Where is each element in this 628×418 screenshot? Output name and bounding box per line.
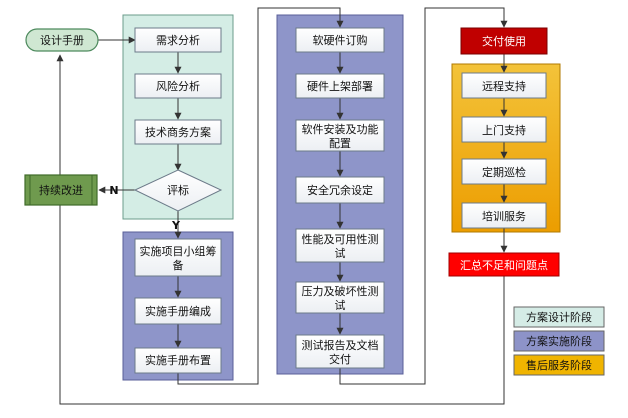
- step-box: [295, 27, 385, 53]
- step-box: [295, 176, 385, 204]
- no-label: N: [109, 184, 118, 197]
- delivery-node: [460, 27, 548, 55]
- improve-node: [24, 174, 98, 206]
- design-steps: 需求分析 风险分析 技术商务方案 评标: [133, 27, 223, 212]
- step-label: 软硬件订购: [313, 33, 368, 47]
- connectors: [56, 7, 508, 405]
- step-label: 风险分析: [156, 79, 200, 93]
- step-label: 试: [335, 299, 346, 312]
- step-box: [461, 202, 547, 229]
- step-box: [134, 27, 222, 53]
- step-box: [461, 158, 547, 185]
- step-box: [134, 119, 222, 145]
- step-label: 上门支持: [482, 123, 526, 137]
- legend: 方案设计阶段 方案实施阶段 售后服务阶段: [513, 306, 605, 376]
- step-box: [134, 347, 222, 374]
- summary-label: 汇总不足和问题点: [460, 258, 548, 272]
- legend-label: 售后服务阶段: [526, 358, 592, 372]
- step-label: 性能及可用性测: [302, 232, 379, 246]
- step-label: 远程支持: [482, 79, 526, 93]
- step-label: 硬件上架部署: [307, 79, 373, 93]
- step-box: [295, 73, 385, 99]
- step-label: 技术商务方案: [145, 125, 211, 139]
- implement-steps: 实施项目小组筹 备 实施手册编成 实施手册布置: [134, 238, 222, 374]
- step-box: [134, 73, 222, 99]
- step-label: 培训服务: [482, 209, 526, 223]
- legend-service: [513, 354, 605, 376]
- step-label: 实施项目小组筹: [140, 244, 217, 258]
- legend-label: 方案实施阶段: [526, 334, 592, 348]
- step-label: 实施手册编成: [145, 304, 211, 318]
- step-label: 定期巡检: [482, 165, 526, 179]
- legend-design: [513, 306, 605, 328]
- deploy-steps: 软硬件订购 硬件上架部署 软件安装及功能 配置 安全冗余设定 性能及可用性测 试…: [295, 27, 385, 369]
- step-label: 压力及破坏性测: [302, 284, 379, 298]
- step-box: [295, 334, 385, 369]
- step-label: 备: [173, 258, 184, 272]
- improve-label: 持续改进: [39, 183, 83, 197]
- legend-implement: [513, 330, 605, 352]
- step-box: [461, 72, 547, 99]
- step-label: 软件安装及功能: [302, 122, 379, 136]
- decision-label: 评标: [167, 183, 189, 197]
- legend-label: 方案设计阶段: [526, 310, 592, 324]
- step-box: [134, 238, 222, 277]
- decision-diamond: [133, 169, 223, 212]
- summary-node: [448, 252, 560, 277]
- start-label: 设计手册: [40, 33, 84, 47]
- start-node: [25, 28, 99, 52]
- step-box: [134, 297, 222, 325]
- step-label: 测试报告及文档: [302, 338, 379, 352]
- step-label: 试: [335, 247, 346, 260]
- step-box: [295, 281, 385, 314]
- step-label: 交付: [329, 352, 351, 366]
- step-box: [295, 119, 385, 152]
- step-box: [295, 228, 385, 263]
- delivery-label: 交付使用: [482, 34, 526, 48]
- service-steps: 远程支持 上门支持 定期巡检 培训服务: [461, 72, 547, 229]
- step-label: 需求分析: [156, 33, 200, 47]
- step-label: 实施手册布置: [145, 353, 211, 367]
- yes-label: Y: [171, 219, 181, 232]
- step-box: [461, 116, 547, 143]
- step-label: 安全冗余设定: [307, 183, 373, 197]
- step-label: 配置: [329, 137, 351, 150]
